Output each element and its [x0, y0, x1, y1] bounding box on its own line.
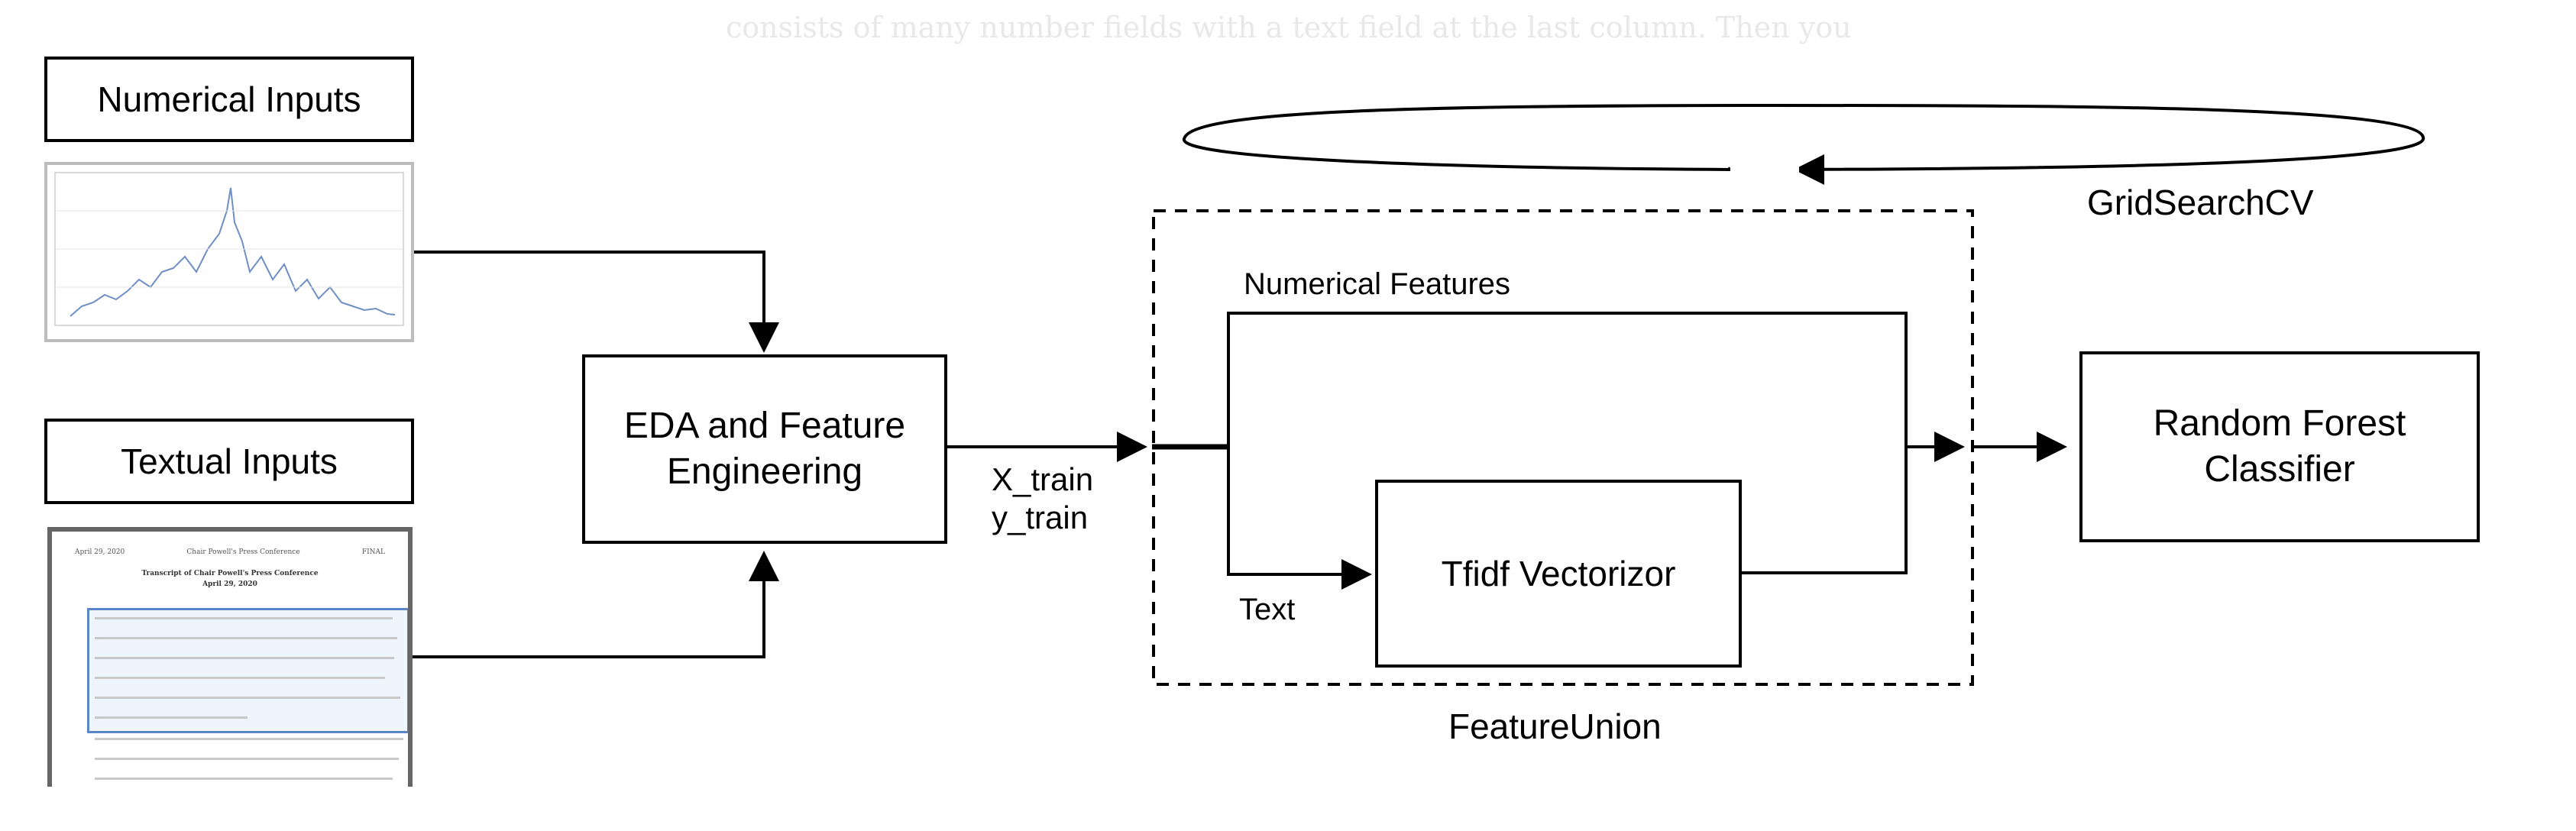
highlighted-passage: [87, 608, 408, 733]
document-header: April 29, 2020 Chair Powell's Press Conf…: [52, 532, 408, 556]
text-line: [95, 758, 399, 760]
text-line: [95, 697, 400, 699]
text-line: [95, 716, 248, 719]
classifier-line1: Random Forest: [2153, 403, 2406, 444]
text-line: [95, 677, 385, 679]
text-line: [95, 657, 394, 659]
numerical-branch-line: [1227, 312, 1908, 447]
document-date: April 29, 2020: [75, 548, 125, 556]
line-chart-thumbnail: [44, 162, 414, 342]
document-status: FINAL: [361, 548, 385, 556]
numerical-inputs-label: Numerical Inputs: [97, 79, 361, 119]
eda-line2: Engineering: [666, 451, 863, 492]
y-train-label: y_train: [992, 500, 1089, 535]
x-train-label: X_train: [992, 461, 1094, 497]
text-line: [95, 738, 403, 740]
arrow-textual-to-eda: [413, 551, 779, 658]
featureunion-label: FeatureUnion: [1448, 707, 1662, 746]
document-header-title: Chair Powell's Press Conference: [186, 548, 300, 556]
line-chart-sketch: [54, 172, 404, 326]
document-title: Transcript of Chair Powell's Press Confe…: [52, 568, 408, 590]
arrow-text-to-tfidf: [1227, 447, 1372, 590]
text-branch-label: Text: [1239, 593, 1296, 626]
textual-inputs-label: Textual Inputs: [121, 441, 338, 481]
eda-feature-engineering-box: EDA and Feature Engineering: [582, 354, 947, 544]
tfidf-label: Tfidf Vectorizor: [1441, 554, 1676, 593]
document-title-line1: Transcript of Chair Powell's Press Confe…: [141, 570, 319, 577]
textual-inputs-box: Textual Inputs: [44, 419, 414, 504]
arrow-numerical-to-eda: [413, 251, 779, 353]
random-forest-classifier-box: Random Forest Classifier: [2079, 351, 2480, 542]
numerical-inputs-box: Numerical Inputs: [44, 57, 414, 142]
numerical-features-label: Numerical Features: [1244, 267, 1511, 301]
document-title-line2: April 29, 2020: [202, 580, 257, 588]
gridsearch-loop: [1183, 103, 2426, 172]
tfidf-vectorizer-box: Tfidf Vectorizor: [1375, 480, 1742, 668]
featureunion-container: [1152, 209, 1974, 686]
text-line: [95, 778, 393, 780]
text-line: [95, 637, 397, 639]
classifier-line2: Classifier: [2204, 449, 2355, 490]
eda-line1: EDA and Feature: [623, 406, 906, 446]
document-thumbnail: April 29, 2020 Chair Powell's Press Conf…: [47, 527, 413, 787]
gridsearchcv-label: GridSearchCV: [2087, 183, 2314, 222]
text-line: [95, 617, 393, 619]
background-text: consists of many number fields with a te…: [726, 11, 1852, 44]
tfidf-to-merge-line: [1740, 447, 1908, 574]
